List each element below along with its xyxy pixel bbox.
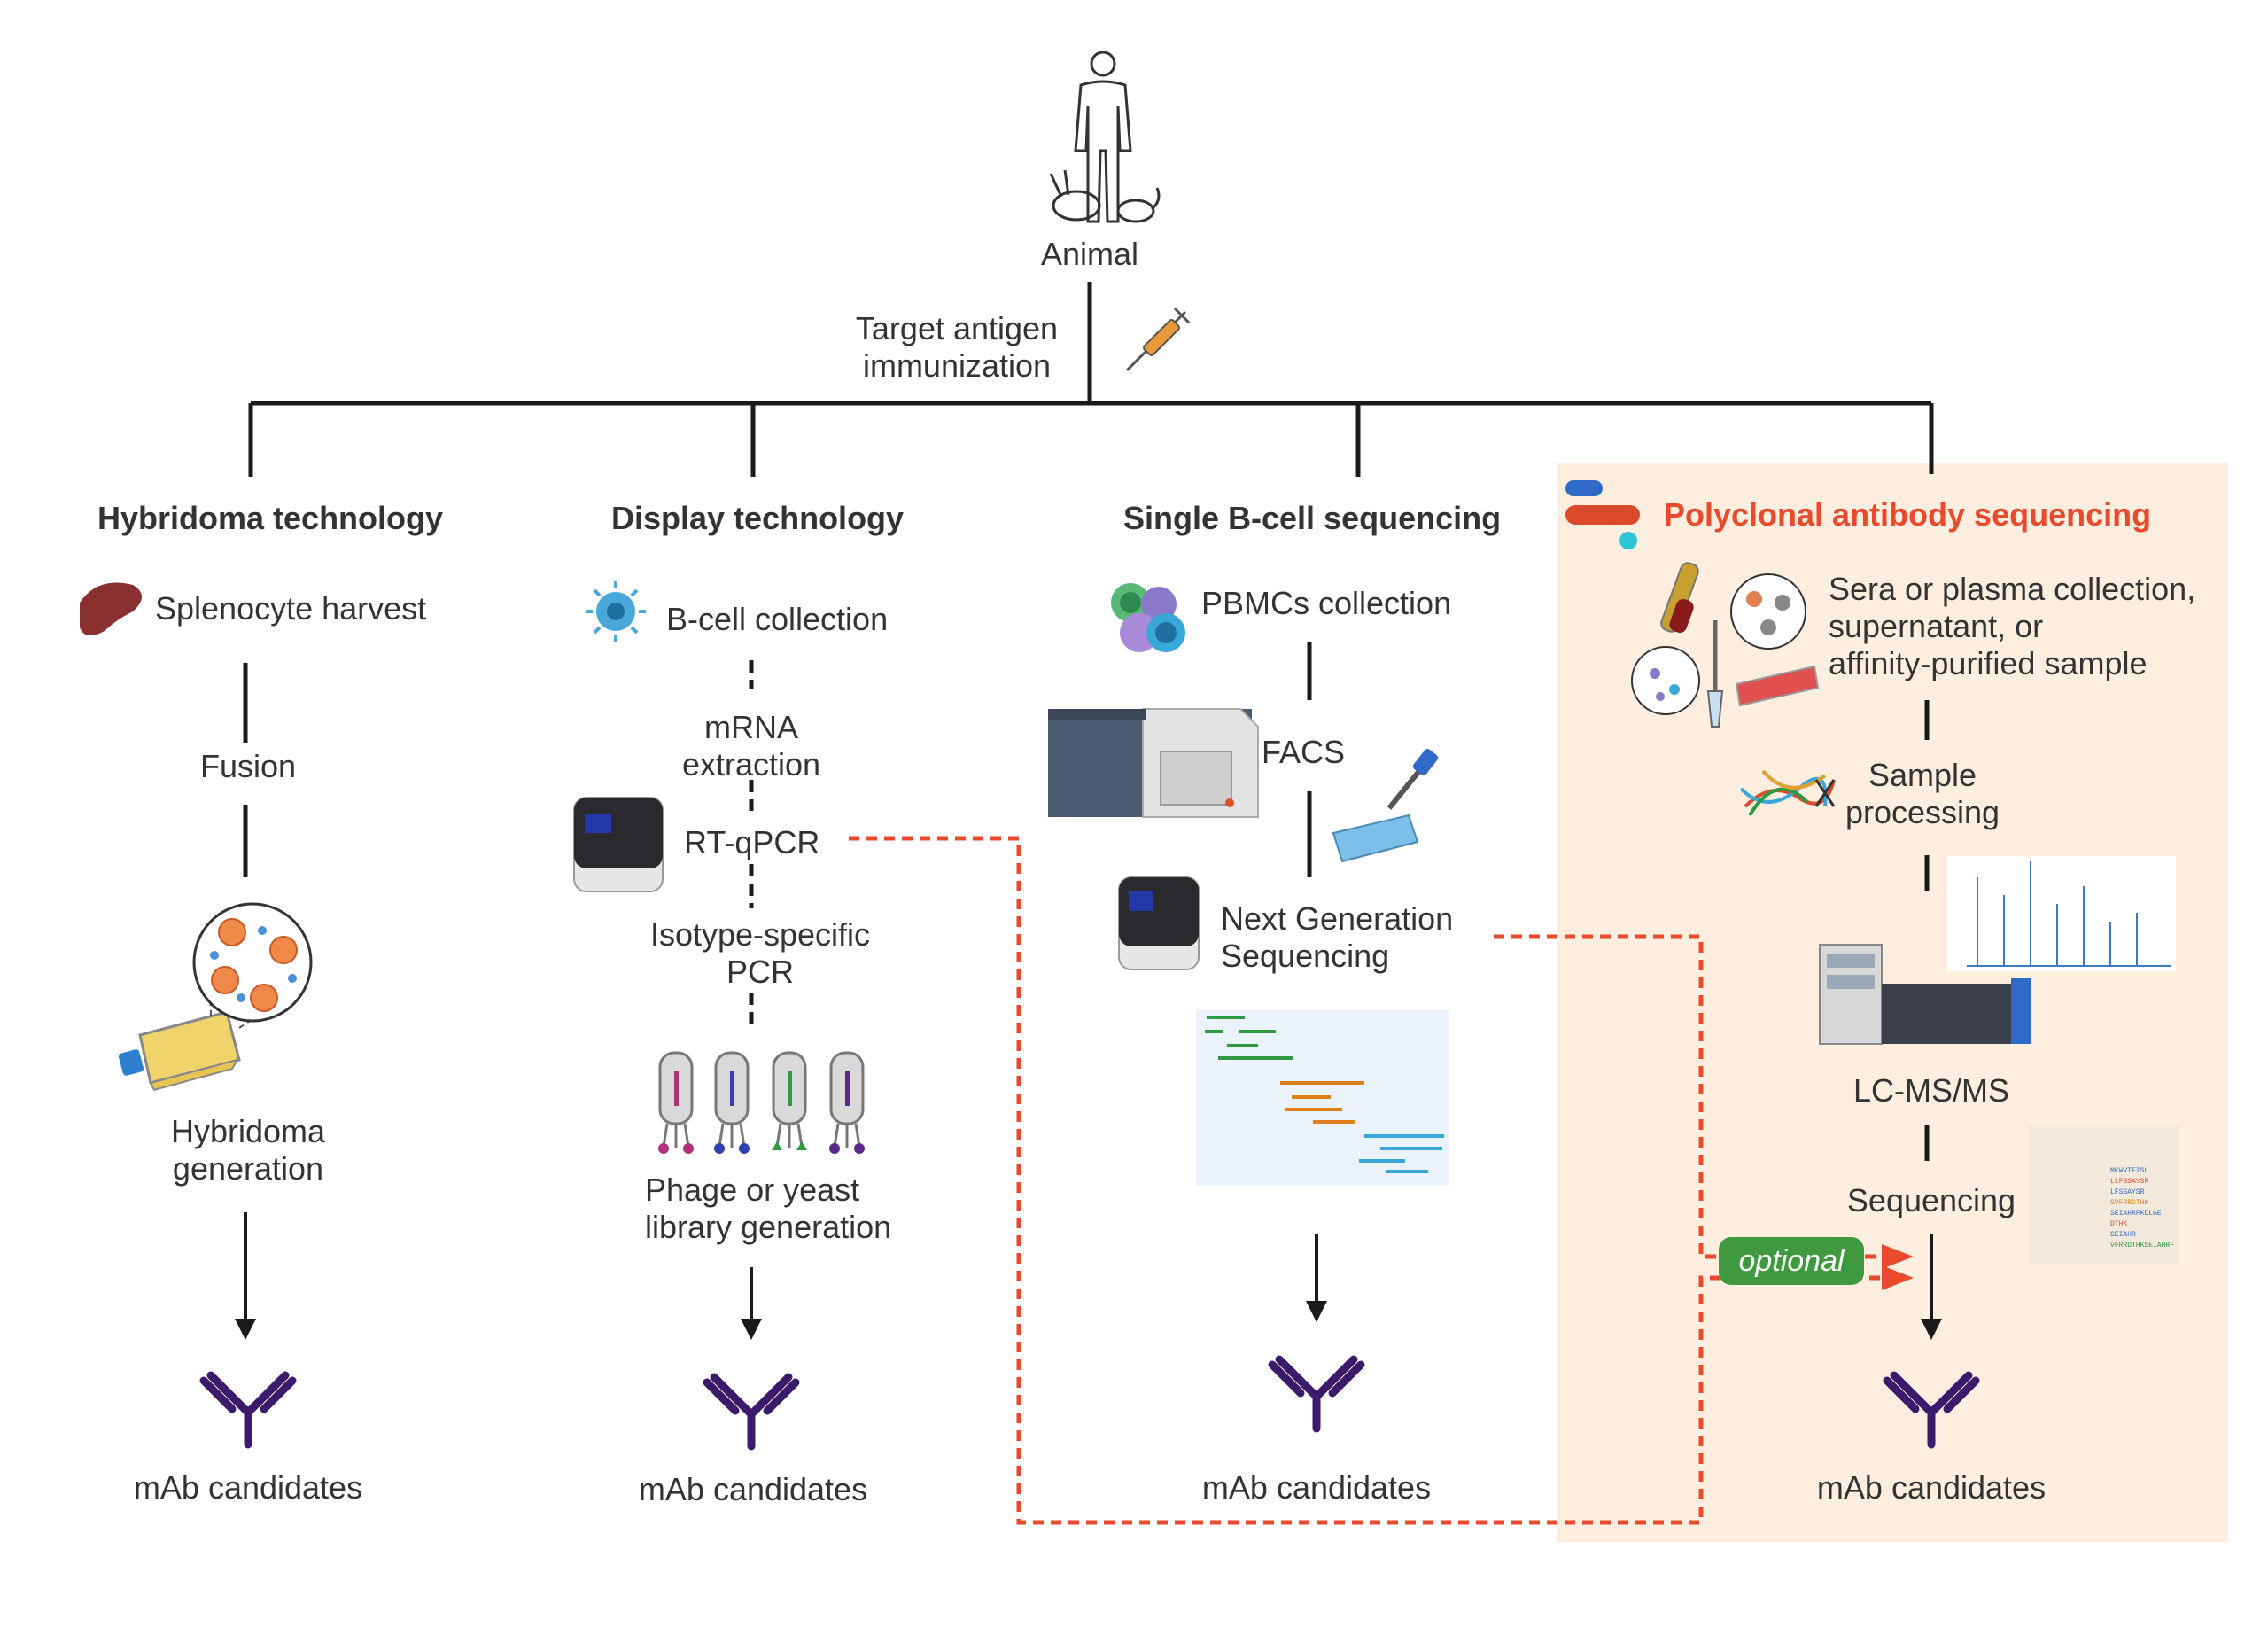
peptide-item: LLFSSAYSR xyxy=(2110,1178,2149,1186)
mass-spectrum-icon xyxy=(1947,856,2176,971)
display-step4-line1: Isotype-specific xyxy=(649,916,871,953)
peptide-item: SEIAHR xyxy=(2110,1231,2136,1239)
single-bcell-title: Single B-cell sequencing xyxy=(1123,500,1502,536)
display-step2-line2: extraction xyxy=(681,746,821,782)
sequence-alignment-icon xyxy=(1196,1010,1449,1186)
poly-step1-line3: affinity-purified sample xyxy=(1829,645,2148,681)
lcms-instrument-icon xyxy=(1819,944,2031,1045)
optional-arrowhead-top xyxy=(1882,1244,1914,1269)
display-step5-line1: Phage or yeast xyxy=(645,1172,860,1208)
peptide-item: DTHK xyxy=(2110,1220,2128,1228)
pipette-plate-icon xyxy=(1332,749,1439,863)
sample-collection-icon xyxy=(1631,562,1820,728)
antibody-icon-polyclonal xyxy=(1883,1371,1980,1449)
antibody-icon-hybridoma xyxy=(199,1371,297,1449)
antibody-icon-display xyxy=(703,1373,800,1451)
poly-step4: Sequencing xyxy=(1846,1182,2016,1218)
phage-library-icon xyxy=(658,1051,865,1154)
display-title: Display technology xyxy=(611,500,905,536)
peptide-sequence-panel xyxy=(2029,1125,2179,1264)
poly-result: mAb candidates xyxy=(1816,1469,2047,1506)
pbmc-cells-icon xyxy=(1111,583,1185,652)
hybridoma-step2: Fusion xyxy=(199,748,297,784)
poly-step2-line2: processing xyxy=(1845,794,2000,830)
animal-icon xyxy=(1049,51,1161,223)
display-result: mAb candidates xyxy=(638,1471,868,1507)
hybridoma-result: mAb candidates xyxy=(133,1469,363,1506)
peptide-item: GVFRRDTHK xyxy=(2110,1199,2149,1207)
single-step3-line2: Sequencing xyxy=(1221,938,1390,974)
display-step5-line2: library generation xyxy=(645,1209,892,1245)
hybridoma-step3-line1: Hybridoma xyxy=(170,1113,326,1149)
peptide-item: MKWVTFISL xyxy=(2110,1167,2149,1175)
immunization-line2: immunization xyxy=(862,347,1052,384)
hybridoma-step1: Splenocyte harvest xyxy=(155,590,427,627)
display-step2-line1: mRNA xyxy=(704,709,798,745)
protein-chains-icon xyxy=(1739,769,1836,817)
peptide-list: MKWVTFISL LLFSSAYSR LFSSAYSR GVFRRDTHK S… xyxy=(2110,1166,2181,1251)
single-step2: FACS xyxy=(1262,734,1346,770)
peptide-item: LFSSAYSR xyxy=(2110,1188,2145,1196)
pcr-machine-icon-display xyxy=(573,797,664,892)
facs-instrument-icon xyxy=(1048,708,1259,818)
display-step1: B-cell collection xyxy=(666,601,889,637)
optional-arrowhead-bottom xyxy=(1882,1265,1914,1290)
poly-step2-line1: Sample xyxy=(1868,757,1977,793)
pcr-machine-icon-ngs xyxy=(1118,876,1200,970)
antibody-icon-single xyxy=(1268,1355,1365,1433)
polyclonal-title: Polyclonal antibody sequencing xyxy=(1664,496,2152,533)
spleen-icon xyxy=(80,582,142,636)
single-step1: PBMCs collection xyxy=(1201,585,1452,621)
display-step4-line2: PCR xyxy=(726,954,794,990)
optional-badge: optional xyxy=(1719,1237,1864,1285)
poly-step3: LC-MS/MS xyxy=(1852,1072,2009,1109)
display-step3: RT-qPCR xyxy=(684,824,820,860)
peptide-item: SEIAHRFKDLGE xyxy=(2110,1210,2162,1218)
logo-bars-icon xyxy=(1565,480,1640,549)
cell-culture-flask-icon xyxy=(118,902,313,1092)
hybridoma-step3-line2: generation xyxy=(172,1150,324,1187)
immunization-line1: Target antigen xyxy=(855,310,1059,346)
b-cell-icon xyxy=(586,581,646,642)
poly-step1-line1: Sera or plasma collection, xyxy=(1829,571,2196,607)
syringe-icon xyxy=(1125,307,1191,372)
single-step3-line1: Next Generation xyxy=(1221,900,1454,937)
single-result: mAb candidates xyxy=(1201,1469,1432,1506)
poly-step1-line2: supernatant, or xyxy=(1829,608,2044,644)
animal-label: Animal xyxy=(1040,236,1139,272)
peptide-item: vFRRDTHKSEIAHRF xyxy=(2110,1242,2175,1250)
hybridoma-title: Hybridoma technology xyxy=(97,500,444,536)
